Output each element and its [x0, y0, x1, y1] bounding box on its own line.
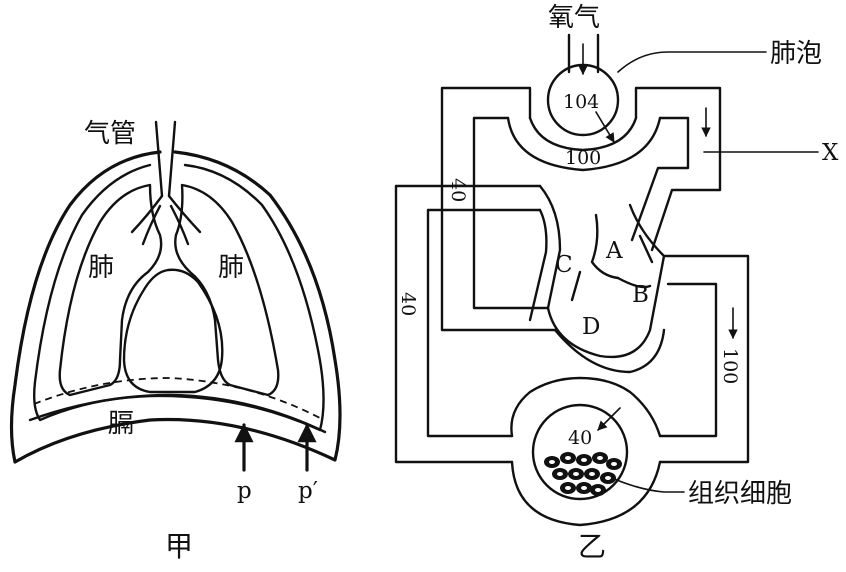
- value-aorta-po2: 100: [719, 348, 741, 384]
- aorta-inner: [658, 282, 718, 438]
- label-diaphragm: 膈: [108, 409, 134, 439]
- right-lung: [174, 183, 280, 397]
- alveolus-circle: [546, 63, 620, 137]
- value-pulmonary-artery-po2: 40: [447, 178, 469, 202]
- label-p: p: [237, 478, 252, 504]
- tissue-diffusion-arrow: [597, 407, 621, 431]
- tissue-capillary-inner: [510, 376, 662, 438]
- value-pulmonary-vein-po2: 100: [565, 147, 601, 169]
- trachea-tube: [130, 120, 202, 246]
- aorta-outer: [658, 254, 750, 464]
- label-oxygen: 氧气: [548, 3, 600, 33]
- label-x: X: [822, 140, 839, 166]
- alveolus-capillary-bowl-outer: [506, 116, 662, 172]
- alveolus-diffusion-arrow: [595, 111, 615, 143]
- tissue-circle: [531, 403, 629, 501]
- figure-yi: 氧气 肺泡 X 组织细胞 104 100 40 40 40 100 C A B …: [394, 3, 839, 563]
- chest-wall: [9, 150, 342, 464]
- label-right-lung: 肺: [218, 253, 244, 283]
- label-tissue-cells: 组织细胞: [688, 479, 792, 509]
- label-trachea: 气管: [84, 119, 136, 149]
- oxygen-tube: [567, 33, 600, 74]
- label-chamber-d: D: [582, 314, 600, 340]
- heart-space: [122, 268, 224, 394]
- tissue-pointer-line: [611, 477, 685, 493]
- label-chamber-a: A: [605, 238, 623, 264]
- heart: [528, 184, 666, 374]
- alveolus-capillary-bowl: [528, 116, 638, 152]
- value-alveolus-po2: 104: [563, 91, 599, 113]
- label-alveolus: 肺泡: [770, 39, 822, 69]
- pulmonary-loop-inner: [472, 116, 550, 310]
- systemic-loop-outer: [394, 184, 542, 464]
- caption-yi: 乙: [578, 530, 606, 563]
- chest-wall-inner: [32, 163, 325, 432]
- value-tissue-po2: 40: [568, 427, 592, 449]
- pulmonary-vein-inner: [630, 116, 690, 242]
- label-left-lung: 肺: [88, 253, 114, 283]
- label-p-prime: p′: [298, 478, 318, 504]
- systemic-loop-inner: [426, 208, 542, 438]
- label-chamber-b: B: [632, 282, 649, 308]
- tissue-cells: [544, 452, 622, 496]
- figure-jia: 气管 肺 肺 膈 p p′ 甲: [9, 119, 342, 563]
- caption-jia: 甲: [165, 530, 193, 563]
- diaphragm-band: [28, 393, 327, 434]
- pulmonary-loop-outer: [440, 86, 557, 332]
- pulmonary-vein-outer: [634, 86, 722, 252]
- alveolus-pointer-line: [617, 51, 767, 73]
- tissue-capillary-outer: [510, 460, 662, 527]
- value-vena-cava-po2: 40: [397, 292, 419, 316]
- label-chamber-c: C: [555, 252, 573, 278]
- left-lung: [58, 183, 163, 397]
